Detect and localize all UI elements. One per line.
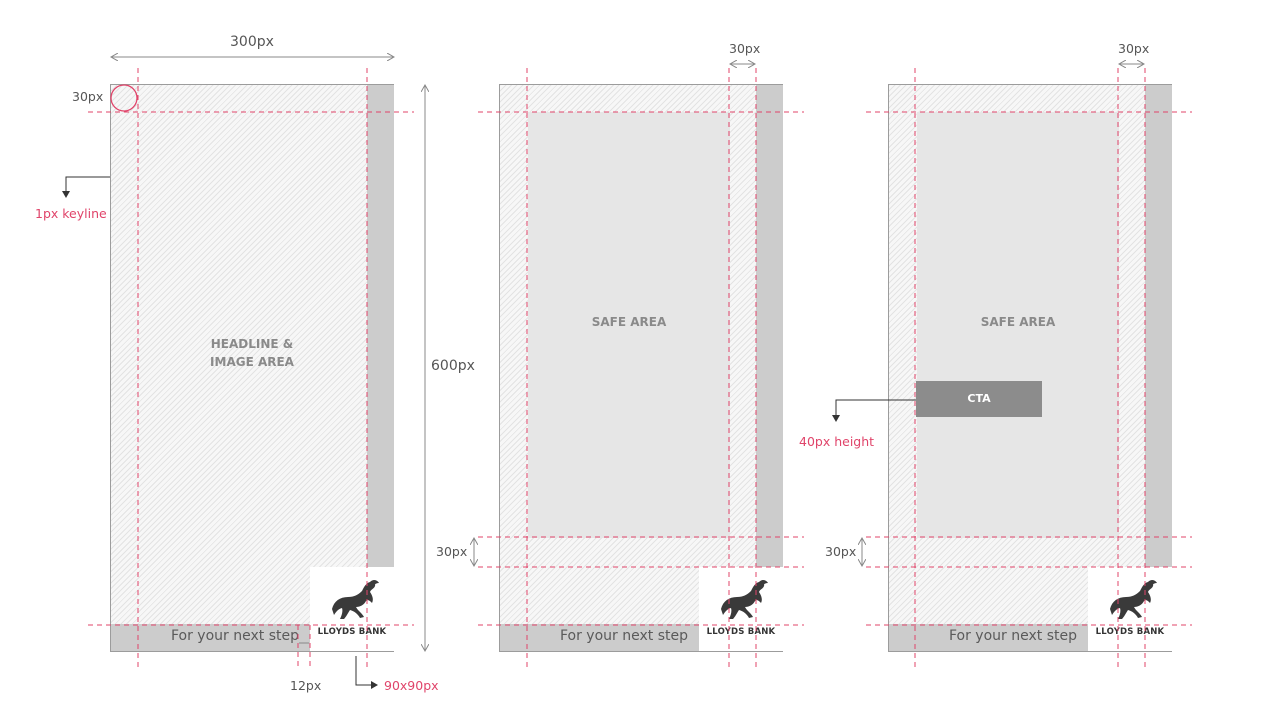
footer-bar: For your next step <box>500 624 700 651</box>
right-strip <box>367 85 394 567</box>
safe-area-fill <box>917 112 1119 538</box>
height-dimension-label: 600px <box>431 358 475 374</box>
footer-bar: For your next step <box>111 624 311 651</box>
ad-panel-headline: HEADLINE & IMAGE AREA For your next step… <box>110 84 394 652</box>
lloyds-logo: LLOYDS BANK <box>310 567 394 651</box>
headline-image-area-label: HEADLINE & IMAGE AREA <box>210 337 294 369</box>
logo-wordmark: LLOYDS BANK <box>706 627 776 637</box>
gap-dimension-label: 12px <box>290 678 322 693</box>
corner-margin-label: 30px <box>72 89 104 104</box>
tagline: For your next step <box>948 628 1077 644</box>
right-strip <box>1145 85 1172 567</box>
cta-height-annotation: 40px height <box>799 434 875 449</box>
right-strip <box>756 85 783 567</box>
safe-area-label: SAFE AREA <box>980 315 1056 329</box>
bottom-margin-label-2: 30px <box>436 544 468 559</box>
logo-size-annotation: 90x90px <box>384 678 439 693</box>
logo-wordmark: LLOYDS BANK <box>1095 627 1165 637</box>
bottom-margin-label-3: 30px <box>825 544 857 559</box>
ad-panel-cta: SAFE AREA CTA For your next step LLOYDS … <box>888 84 1172 652</box>
lloyds-logo: LLOYDS BANK <box>1088 567 1172 651</box>
tagline: For your next step <box>559 628 688 644</box>
lloyds-logo: LLOYDS BANK <box>699 567 783 651</box>
black-horse-icon <box>332 580 379 619</box>
black-horse-icon <box>721 580 768 619</box>
footer-bar: For your next step <box>889 624 1089 651</box>
black-horse-icon <box>1110 580 1157 619</box>
keyline-annotation: 1px keyline <box>35 206 107 221</box>
cta-button: CTA <box>916 381 1042 417</box>
ad-panel-safe-area: SAFE AREA For your next step LLOYDS BANK <box>499 84 783 652</box>
width-dimension-label: 300px <box>230 34 274 50</box>
top-margin-label-2: 30px <box>729 41 761 56</box>
tagline: For your next step <box>170 628 299 644</box>
top-margin-label-3: 30px <box>1118 41 1150 56</box>
safe-area-label: SAFE AREA <box>591 315 667 329</box>
safe-area-fill <box>528 112 730 538</box>
logo-wordmark: LLOYDS BANK <box>317 627 387 637</box>
